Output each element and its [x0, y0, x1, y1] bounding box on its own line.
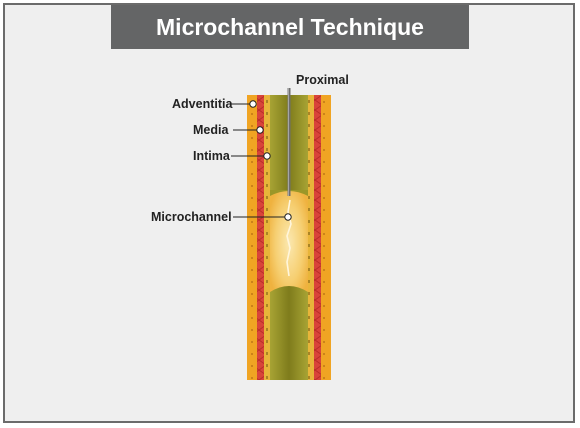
intima-right	[308, 95, 314, 380]
occlusion-distal	[270, 286, 308, 380]
media-right	[314, 95, 321, 380]
marker-microchannel	[284, 213, 292, 221]
label-adventitia: Adventitia	[172, 97, 233, 111]
label-media: Media	[193, 123, 229, 137]
label-proximal: Proximal	[296, 73, 349, 87]
marker-media	[256, 126, 264, 134]
intima-left	[264, 95, 270, 380]
adventitia-right	[321, 95, 331, 380]
diagram-title: Microchannel Technique	[111, 5, 469, 49]
media-left	[257, 95, 264, 380]
adventitia-left	[247, 95, 257, 380]
label-intima: Intima	[193, 149, 231, 163]
marker-intima	[263, 152, 271, 160]
marker-adventitia	[249, 100, 257, 108]
microchannel-crack	[286, 199, 292, 277]
label-microchannel: Microchannel	[151, 210, 232, 224]
